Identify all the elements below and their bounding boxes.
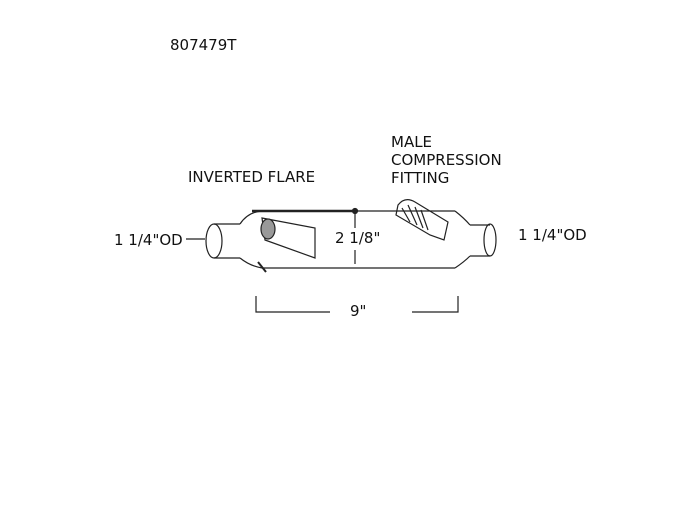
male-compression-label-1: MALE [391, 133, 433, 151]
male-compression-label-2: COMPRESSION [391, 151, 502, 169]
right-od-label: 1 1/4"OD [518, 226, 587, 244]
male-compression-label-3: FITTING [391, 169, 450, 187]
diameter-label: 2 1/8" [335, 229, 381, 247]
length-label: 9" [350, 302, 367, 320]
inverted-flare-label: INVERTED FLARE [188, 168, 316, 186]
left-od-label: 1 1/4"OD [114, 231, 183, 249]
part-number: 807479T [170, 36, 237, 54]
